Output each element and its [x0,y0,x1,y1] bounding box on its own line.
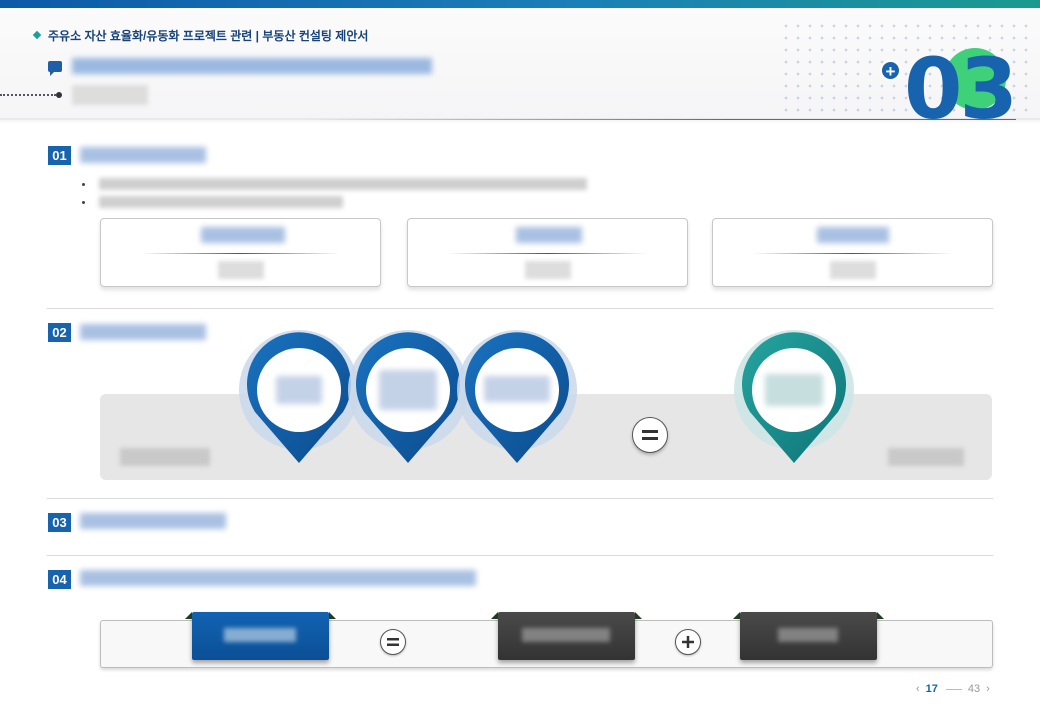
info-card [407,218,688,287]
pin-text [765,374,823,406]
dotted-connector [0,94,56,96]
map-pin-icon [348,330,468,463]
tag-fold [185,612,192,619]
pager-separator [945,688,962,690]
pin-text [379,370,437,410]
bullet-dot [82,182,85,186]
map-pin-icon [457,330,577,463]
panel-label-right [888,448,964,466]
section-title-02 [80,324,206,340]
section-badge-04: 04 [48,570,71,589]
header-underline [300,119,1016,120]
chevron-left-icon[interactable]: ‹ [916,683,920,695]
section-number: 03 [904,46,1018,120]
panel-label-left [120,448,210,466]
page-title [72,58,432,74]
speech-bubble-icon [48,60,62,76]
pin-text [276,376,322,404]
equation-tag [491,612,642,660]
breadcrumb-text: 주유소 자산 효율화/유동화 프로젝트 관련 | 부동산 컨설팅 제안서 [48,29,369,43]
equation-tag [733,612,884,660]
plus-icon [675,629,701,655]
pin-text [484,376,550,402]
section-title-03 [80,513,226,529]
section-title-04 [80,570,476,586]
section-badge-03: 03 [48,513,71,532]
bullet-text [99,178,587,190]
connector-dot [56,92,62,98]
card-divider [141,253,340,254]
diamond-icon [32,30,42,40]
section-divider [47,555,993,556]
list-item [82,196,343,208]
card-value [217,261,264,279]
page-title-row [48,56,432,76]
info-card [712,218,993,287]
list-item [82,178,587,190]
total-pages: 43 [967,683,981,695]
page-subtitle [72,85,148,105]
card-value [829,261,876,279]
tag-fold [329,612,336,619]
map-pin-icon [239,330,359,463]
card-divider [753,253,952,254]
bullet-dot [82,200,85,204]
card-divider [448,253,647,254]
equation-tag [185,612,336,660]
equals-icon [380,629,406,655]
bullet-text [99,196,343,208]
info-card [100,218,381,287]
top-accent-bar [0,0,1040,8]
tag-fold [877,612,884,619]
section-badge-01: 01 [48,146,71,165]
section-divider [47,498,993,499]
subtitle-row [0,84,148,106]
section-badge-02: 02 [48,323,71,342]
tag-fold [733,612,740,619]
tag-label [224,628,296,642]
map-pin-icon [734,330,854,463]
breadcrumb: 주유소 자산 효율화/유동화 프로젝트 관련 | 부동산 컨설팅 제안서 [32,27,369,44]
equals-icon [632,417,668,453]
pagination: ‹ 17 43 › [916,683,990,695]
section-title-01 [80,147,206,163]
header-shadow [0,118,1040,124]
plus-icon: + [880,60,901,81]
card-heading [201,227,285,243]
tag-label [522,628,610,642]
chevron-right-icon[interactable]: › [986,683,990,695]
card-heading [516,227,582,243]
tag-fold [491,612,498,619]
card-heading [817,227,889,243]
section-divider [47,308,993,309]
card-value [524,261,571,279]
green-circle [944,48,1006,110]
current-page: 17 [925,683,938,695]
section-number-graphic: 03 [902,46,1032,120]
tag-fold [635,612,642,619]
tag-label [778,628,838,642]
